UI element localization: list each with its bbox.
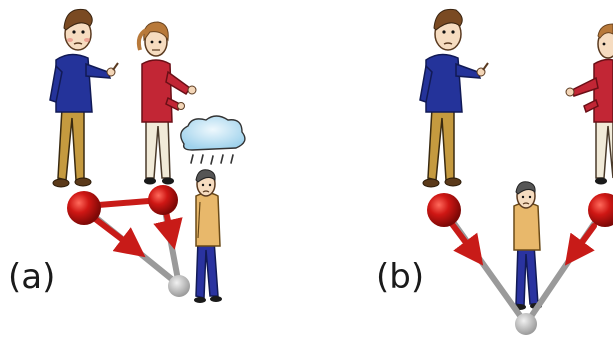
woman-red-top-figure <box>565 23 613 185</box>
red-node <box>427 193 461 227</box>
woman-red-top-figure <box>136 21 197 185</box>
red-arrow <box>564 223 597 266</box>
red-arrow <box>449 221 484 266</box>
gray-node <box>168 275 190 297</box>
small-man-figure <box>513 181 542 310</box>
red-node <box>588 193 613 227</box>
red-arrow <box>91 215 146 258</box>
man-blue-sweater-figure <box>419 8 489 188</box>
red-arrow <box>153 209 183 250</box>
panel-a: (a) <box>8 8 246 303</box>
red-node <box>67 191 101 225</box>
red-node <box>148 185 178 215</box>
man-blue-sweater-figure <box>49 8 119 188</box>
panel-b: (b) <box>376 8 613 335</box>
connection-diagram-a <box>67 185 190 297</box>
gray-node <box>515 313 537 335</box>
small-man-figure <box>194 169 222 303</box>
connection-diagram-b <box>427 193 613 335</box>
panel-label-a: (a) <box>8 257 55 297</box>
panel-label-b: (b) <box>376 257 424 297</box>
rain-cloud-icon <box>180 115 246 165</box>
